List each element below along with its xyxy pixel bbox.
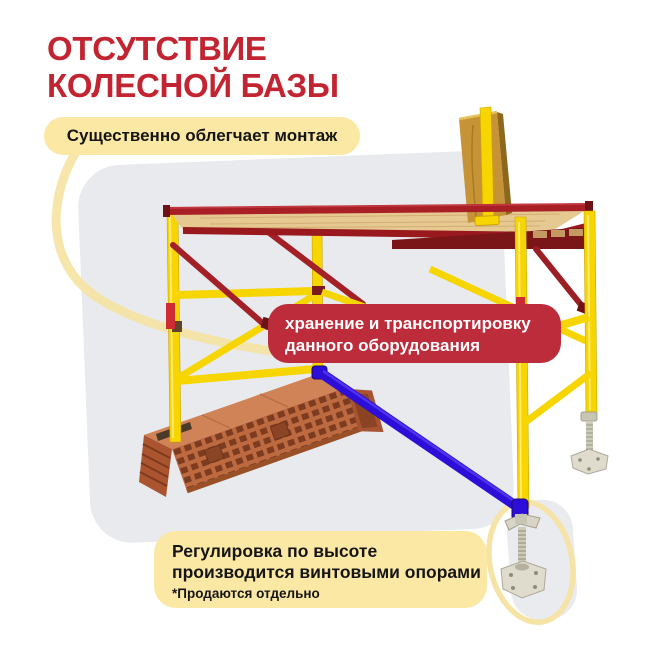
equipment-callout: хранение и транспортировку данного обору… [268,304,561,363]
height-note-footnote: *Продаются отдельно [172,586,320,601]
upper-rung [176,287,315,299]
height-note-line2: производится винтовыми опорами [172,562,481,582]
plywood-sheet [458,106,512,227]
height-note-line1: Регулировка по высоте [172,541,378,561]
left-frame [166,211,366,443]
page-title-line1: ОТСУТСТВИЕ [47,30,267,67]
benefit-badge-label: Существенно облегчает монтаж [66,126,338,145]
label-sticker-left [166,303,175,329]
red-brace-a [170,242,270,330]
deck [163,106,594,249]
brick-stack [139,374,384,497]
equipment-callout-line1: хранение и транспортировку [285,314,531,333]
page-title-line2: КОЛЕСНОЙ БАЗЫ [47,67,339,104]
page-title: ОТСУТСТВИЕ КОЛЕСНОЙ БАЗЫ [47,30,447,104]
equipment-callout-line2: данного оборудования [285,336,481,355]
benefit-badge: Существенно облегчает монтаж [44,117,360,155]
right-diagonal [520,370,594,427]
decor-curve [51,142,277,356]
screw-jack-front [500,513,547,599]
right-frame [514,210,598,509]
back-rail [166,203,590,215]
height-adjust-note: Регулировка по высоте производится винто… [154,531,487,608]
screw-jack-rear [570,411,609,475]
lower-rung [176,365,316,385]
red-brace-c [533,246,589,314]
